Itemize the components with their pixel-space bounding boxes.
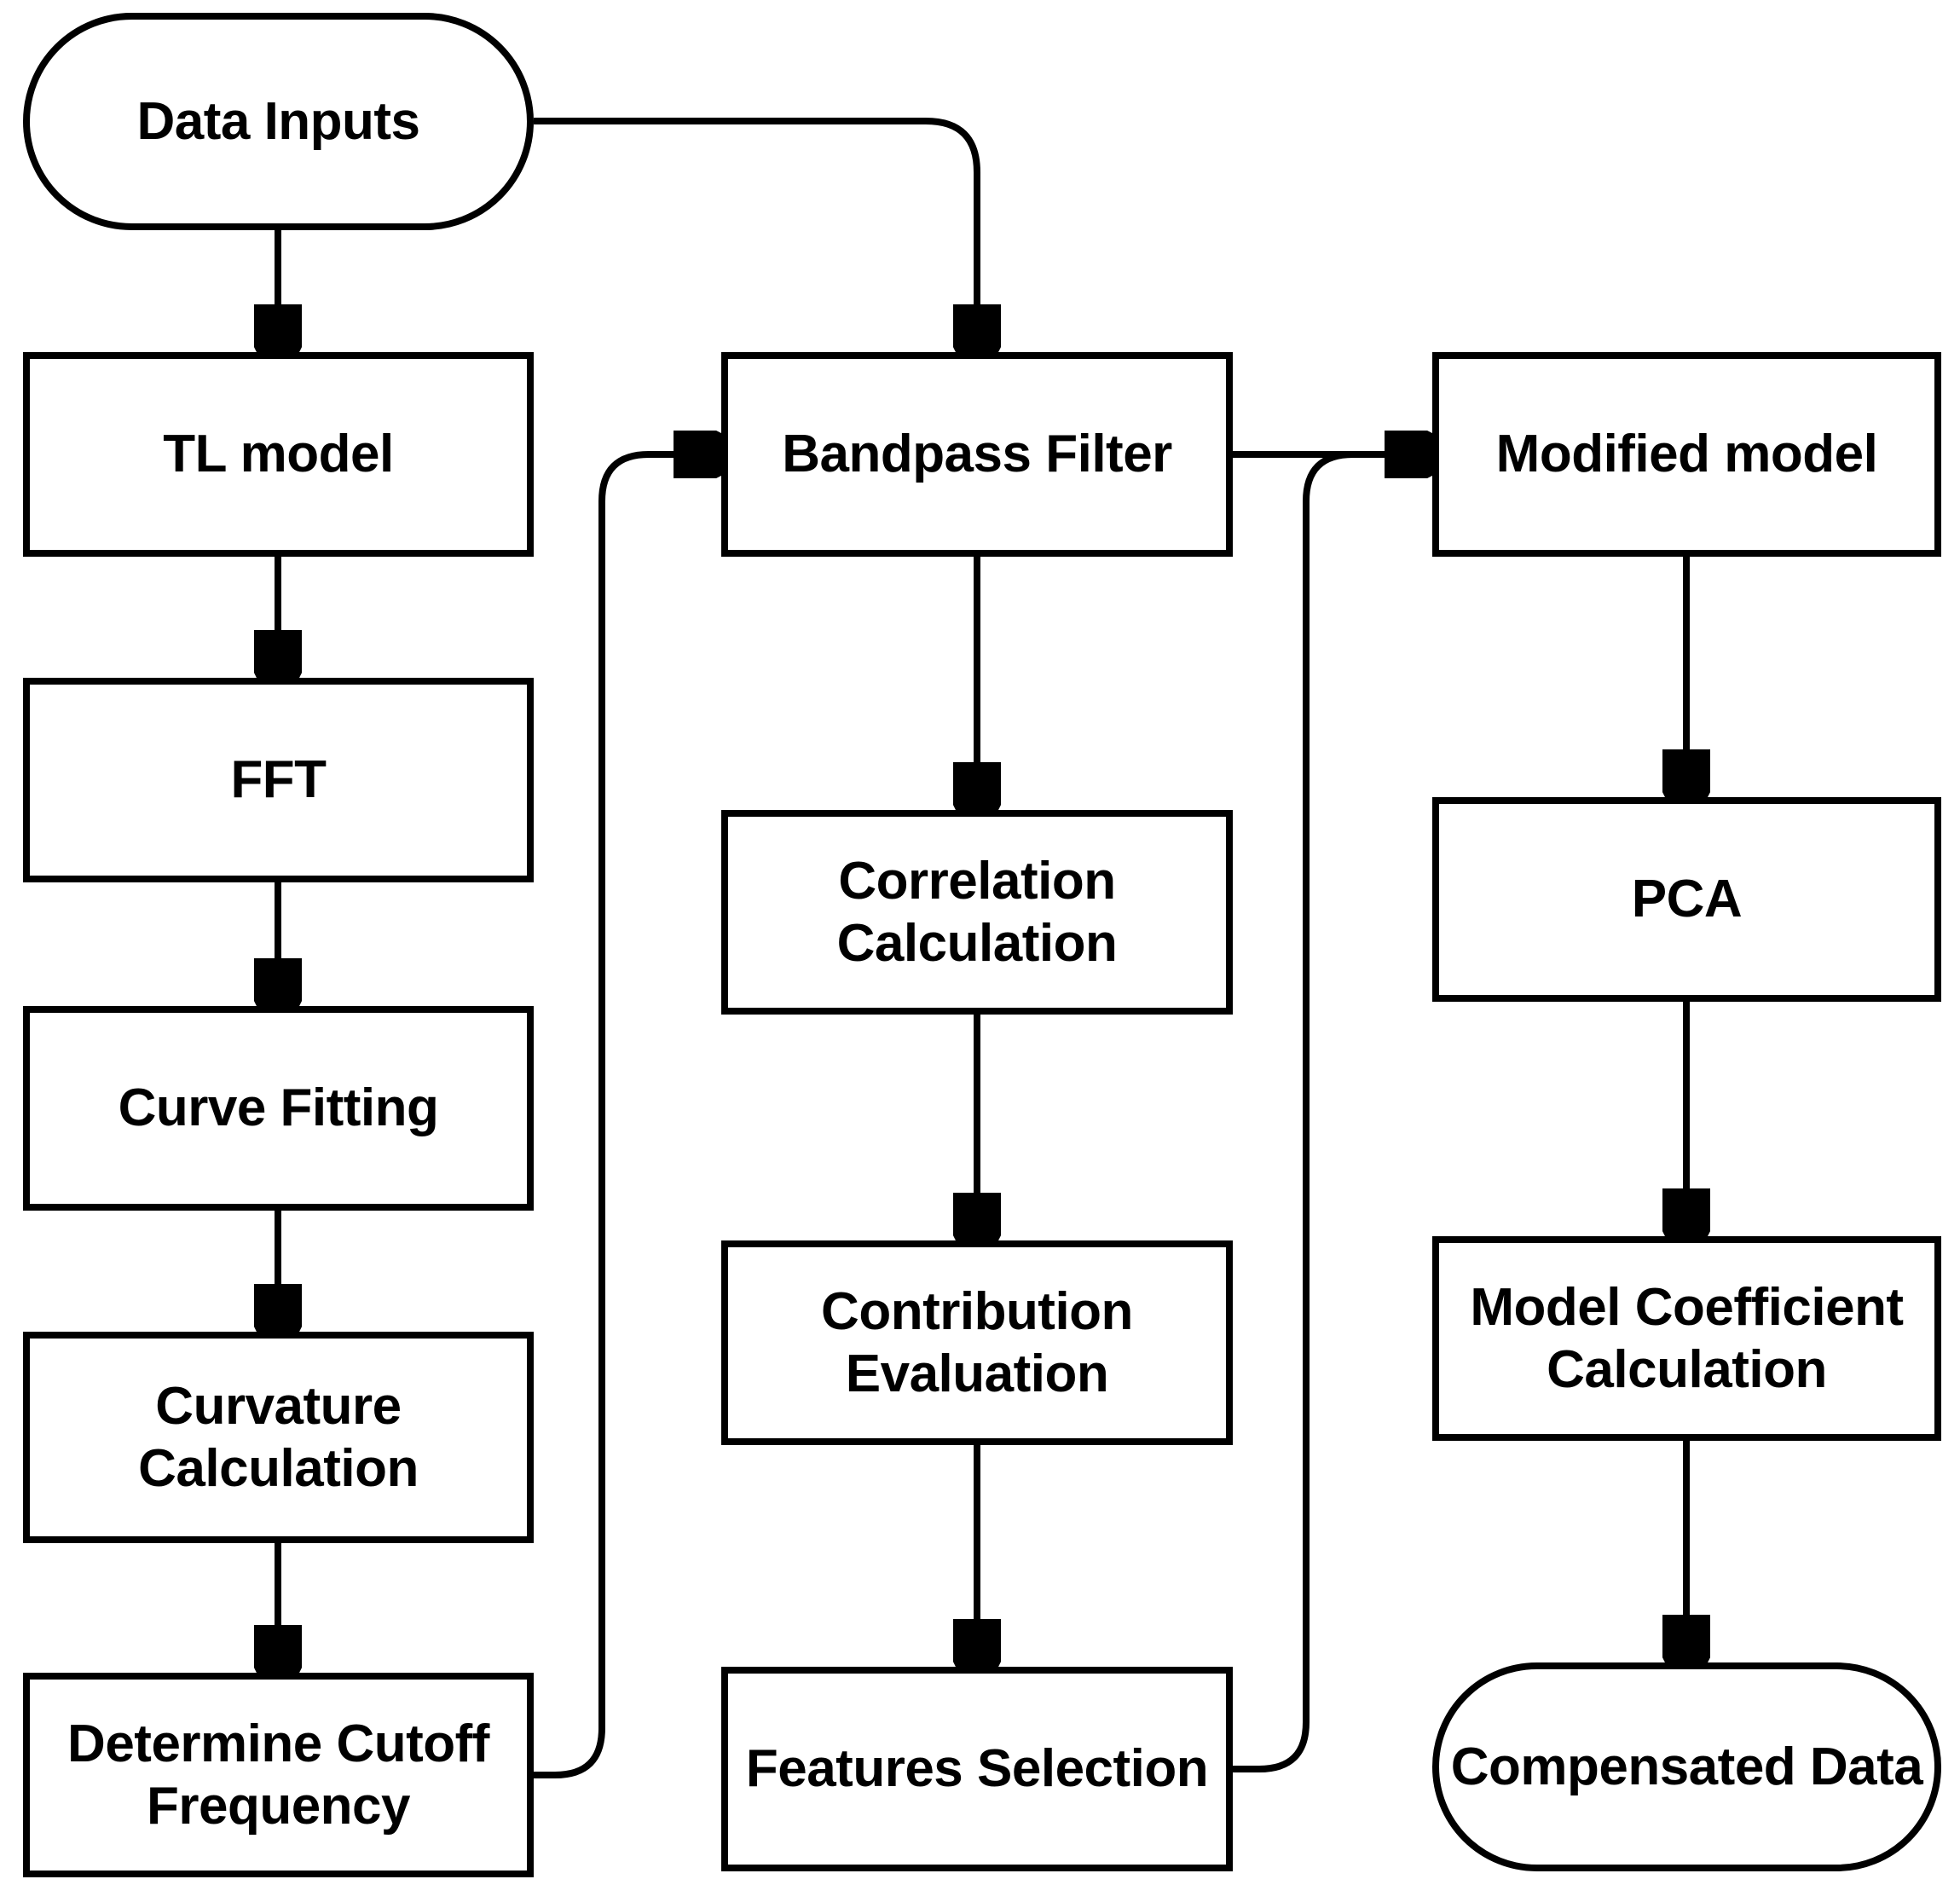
edge-determine-cutoff-frequency-to-bandpass-filter [534, 454, 721, 1778]
node-determine-cutoff-frequency: Determine Cutoff Frequency [23, 1673, 534, 1877]
node-modified-model-label: Modified model [1495, 425, 1878, 484]
node-tl-model-label: TL model [163, 425, 394, 484]
node-curve-fitting-label: Curve Fitting [118, 1078, 439, 1138]
node-tl-model: TL model [23, 352, 534, 557]
edge-data-inputs-to-bandpass-filter [534, 118, 977, 352]
node-bandpass-filter-label: Bandpass Filter [782, 425, 1172, 484]
node-correlation-calculation: Correlation Calculation [721, 810, 1233, 1015]
node-model-coefficient-calculation: Model Coefficient Calculation [1432, 1236, 1941, 1441]
node-data-inputs-label: Data Inputs [136, 91, 420, 151]
node-data-inputs: Data Inputs [23, 13, 534, 230]
node-correlation-calculation-label: Correlation Calculation [836, 851, 1118, 973]
node-modified-model: Modified model [1432, 352, 1941, 557]
node-fft: FFT [23, 678, 534, 882]
node-features-selection-label: Features Selection [745, 1739, 1209, 1799]
node-contribution-evaluation: Contribution Evaluation [721, 1240, 1233, 1445]
node-determine-cutoff-frequency-label: Determine Cutoff Frequency [67, 1714, 489, 1836]
node-curvature-calculation: Curvature Calculation [23, 1332, 534, 1543]
node-features-selection: Features Selection [721, 1667, 1233, 1871]
node-curve-fitting: Curve Fitting [23, 1006, 534, 1211]
node-contribution-evaluation-label: Contribution Evaluation [821, 1281, 1133, 1403]
node-compensated-data-label: Compensated Data [1450, 1737, 1923, 1796]
node-curvature-calculation-label: Curvature Calculation [138, 1376, 419, 1498]
node-fft-label: FFT [230, 750, 327, 810]
node-pca: PCA [1432, 797, 1941, 1002]
node-bandpass-filter: Bandpass Filter [721, 352, 1233, 557]
edge-features-selection-to-modified-model [1233, 451, 1385, 1772]
node-pca-label: PCA [1631, 870, 1743, 929]
node-compensated-data: Compensated Data [1432, 1662, 1941, 1871]
node-model-coefficient-calculation-label: Model Coefficient Calculation [1470, 1277, 1904, 1399]
